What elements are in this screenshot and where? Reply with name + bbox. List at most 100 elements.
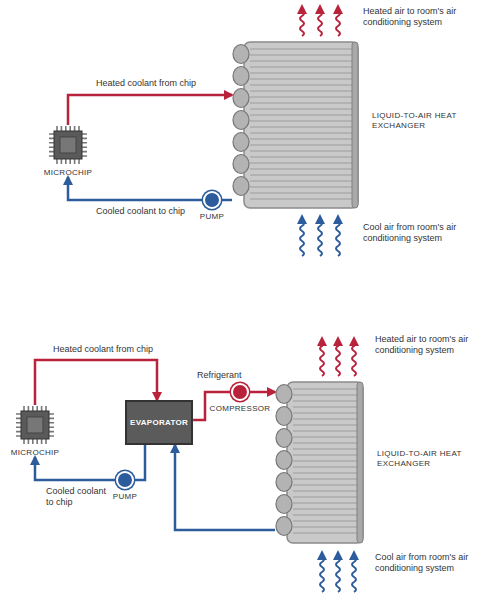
exchanger-fin <box>250 49 354 50</box>
air-flow-arrow <box>336 6 340 36</box>
exchanger-tube-bend <box>276 495 292 514</box>
exchanger-fin <box>250 97 354 98</box>
exchanger-fin <box>250 115 354 116</box>
node-label: LIQUID-TO-AIR HEAT EXCHANGER <box>372 111 472 131</box>
exchanger-fin <box>293 419 359 420</box>
node-evap: EVAPORATOR <box>125 400 193 445</box>
exchanger-fin <box>293 425 359 426</box>
air-flow-arrow <box>336 338 340 376</box>
exchanger-fin <box>250 133 354 134</box>
exchanger-fin <box>293 521 359 522</box>
pump-symbol <box>116 471 134 489</box>
heat-exchanger-body <box>232 40 360 210</box>
coolant-line <box>35 457 116 480</box>
coolant-line <box>68 177 203 200</box>
air-flow-arrow <box>300 216 304 256</box>
exchanger-tube-bend <box>233 111 249 130</box>
air-flow-label: Cool air from room's air conditioning sy… <box>362 222 489 244</box>
exchanger-fin <box>293 455 359 456</box>
exchanger-fin <box>293 413 359 414</box>
exchanger-tube-bend <box>233 155 249 174</box>
air-flow-arrow <box>318 6 322 36</box>
exchanger-fin <box>250 163 354 164</box>
heat-exchanger-body <box>275 380 365 545</box>
exchanger-fin <box>250 109 354 110</box>
exchanger-fin <box>293 431 359 432</box>
node-label: PUMP <box>200 212 224 221</box>
exchanger-fin <box>250 139 354 140</box>
exchanger-fin <box>293 473 359 474</box>
microchip-icon <box>48 125 88 165</box>
coolant-line <box>68 95 232 125</box>
exchanger-fin <box>250 175 354 176</box>
node-pump: PUMP <box>200 191 224 221</box>
coolant-line <box>221 199 232 202</box>
exchanger-fin <box>250 157 354 158</box>
exchanger-frame <box>287 382 363 543</box>
exchanger-fin <box>293 437 359 438</box>
exchanger-fin <box>250 121 354 122</box>
air-flow-label: Heated air to room's air conditioning sy… <box>374 334 494 356</box>
air-flow-arrow <box>320 552 324 592</box>
node-chip: MICROCHIP <box>44 125 92 177</box>
air-flow-label: Cool air from room's air conditioning sy… <box>374 552 494 574</box>
node-hx: LIQUID-TO-AIR HEAT EXCHANGER <box>275 380 365 545</box>
chip-body <box>21 411 49 439</box>
exchanger-side <box>352 42 358 208</box>
exchanger-fin <box>293 407 359 408</box>
node-label: MICROCHIP <box>44 168 92 177</box>
exchanger-tube-bend <box>276 451 292 470</box>
coolant-line <box>134 445 145 480</box>
exchanger-fin <box>293 527 359 528</box>
node-label: MICROCHIP <box>11 448 59 457</box>
coolant-line <box>175 445 275 530</box>
exchanger-tube-bend <box>276 473 292 492</box>
exchanger-tube-bend <box>233 177 249 196</box>
air-flow-label: Heated air to room's air conditioning sy… <box>362 6 489 28</box>
exchanger-fin <box>293 515 359 516</box>
node-hx: LIQUID-TO-AIR HEAT EXCHANGER <box>232 40 360 210</box>
exchanger-fin <box>250 61 354 62</box>
node-label: COMPRESSOR <box>210 404 271 413</box>
chip-die <box>60 137 76 153</box>
exchanger-fin <box>250 85 354 86</box>
coolant-line <box>35 360 157 405</box>
exchanger-fin <box>293 443 359 444</box>
air-flow-arrow <box>320 338 324 376</box>
exchanger-fin <box>293 401 359 402</box>
air-flow-arrow <box>336 216 340 256</box>
coolant-line <box>249 391 275 394</box>
flow-label: Heated coolant from chip <box>52 344 154 355</box>
flow-label: Cooled coolant to chip <box>95 206 186 217</box>
exchanger-fin <box>250 79 354 80</box>
exchanger-fin <box>250 55 354 56</box>
exchanger-side <box>357 382 363 543</box>
node-label: PUMP <box>113 492 137 501</box>
exchanger-tube-bend <box>276 407 292 426</box>
air-flow-arrow <box>352 338 356 376</box>
exchanger-fin <box>250 193 354 194</box>
exchanger-fin <box>293 503 359 504</box>
exchanger-fin <box>293 467 359 468</box>
exchanger-fin <box>293 449 359 450</box>
exchanger-tube-bend <box>276 429 292 448</box>
air-flow-arrow <box>336 552 340 592</box>
exchanger-frame <box>244 42 358 208</box>
exchanger-tube-bend <box>233 45 249 64</box>
flow-label: Cooled coolant to chip <box>45 486 109 508</box>
air-flow-arrow <box>318 216 322 256</box>
node-label: EVAPORATOR <box>130 418 188 427</box>
exchanger-tube-bend <box>276 517 292 536</box>
exchanger-fin <box>293 509 359 510</box>
exchanger-fin <box>293 491 359 492</box>
exchanger-fin <box>250 91 354 92</box>
exchanger-fin <box>250 127 354 128</box>
air-flow-arrow <box>352 552 356 592</box>
exchanger-fin <box>250 73 354 74</box>
exchanger-tube-bend <box>233 133 249 152</box>
exchanger-fin <box>250 199 354 200</box>
exchanger-fin <box>250 181 354 182</box>
node-comp: COMPRESSOR <box>210 383 271 413</box>
exchanger-fin <box>293 461 359 462</box>
